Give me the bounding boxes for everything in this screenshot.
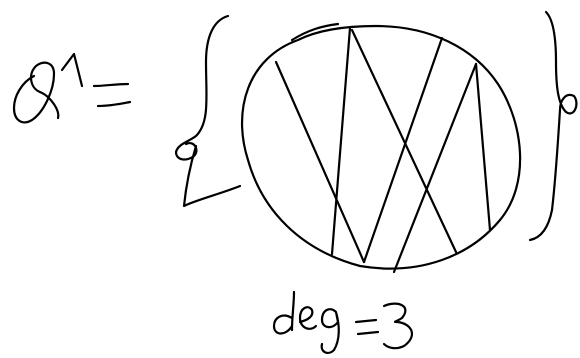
top-scribble [290,22,340,42]
caption-equals [354,318,380,336]
chord-diagram [240,22,522,274]
superscript-one [60,52,84,88]
right-brace [528,10,578,242]
script-d-symbol [12,61,60,124]
equals-sign [92,82,132,108]
caption-three [382,302,414,350]
chord [350,28,458,254]
caption-letter-e [298,306,318,330]
caption-letter-g [320,308,340,354]
chord [362,36,444,264]
chord [274,60,366,264]
chord [392,62,478,274]
chord [474,62,492,232]
degree-caption-ink [272,290,414,354]
chord [330,26,352,256]
left-brace [174,14,242,208]
caption-letter-d [272,290,296,335]
diagram-circle [240,24,522,270]
